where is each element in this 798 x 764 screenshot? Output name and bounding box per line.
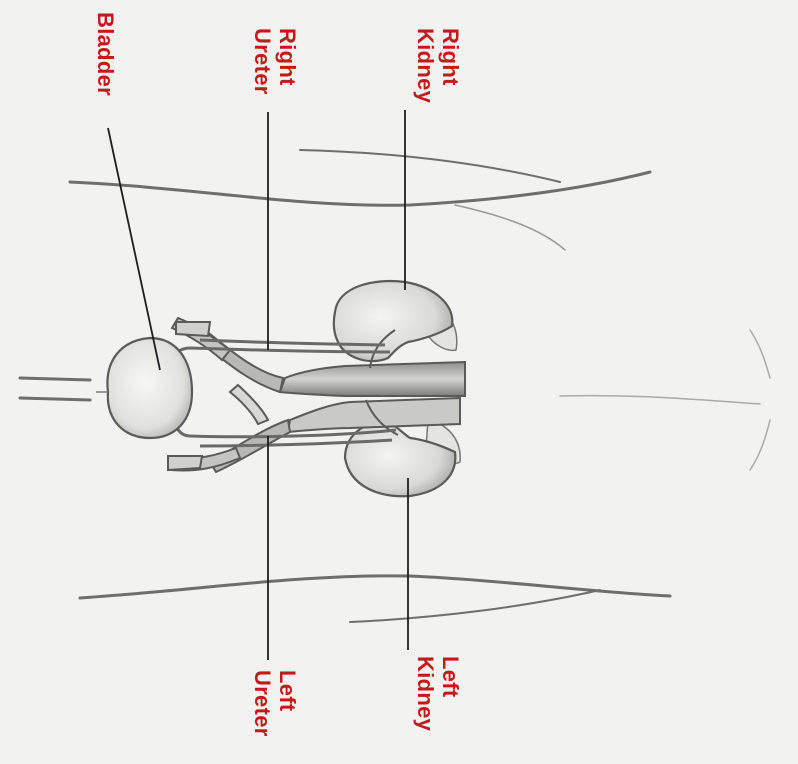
label-left-kidney-line1: Left [438,656,463,731]
label-left-ureter: Left Ureter [250,670,300,737]
label-bladder-line1: Bladder [93,12,118,96]
bladder-leader [108,128,160,370]
label-right-ureter-line1: Right [275,28,300,95]
label-right-ureter: Right Ureter [250,28,300,95]
label-left-kidney-line2: Kidney [413,656,438,731]
label-left-ureter-line2: Ureter [250,670,275,737]
bladder-shape [96,338,192,438]
right-kidney-shape [334,281,453,361]
label-bladder: Bladder [93,12,118,96]
label-right-kidney-line1: Right [438,28,463,103]
label-left-kidney: Left Kidney [413,656,463,731]
label-right-kidney: Right Kidney [413,28,463,103]
label-left-ureter-line1: Left [275,670,300,737]
label-right-ureter-line2: Ureter [250,28,275,95]
label-right-kidney-line2: Kidney [413,28,438,103]
